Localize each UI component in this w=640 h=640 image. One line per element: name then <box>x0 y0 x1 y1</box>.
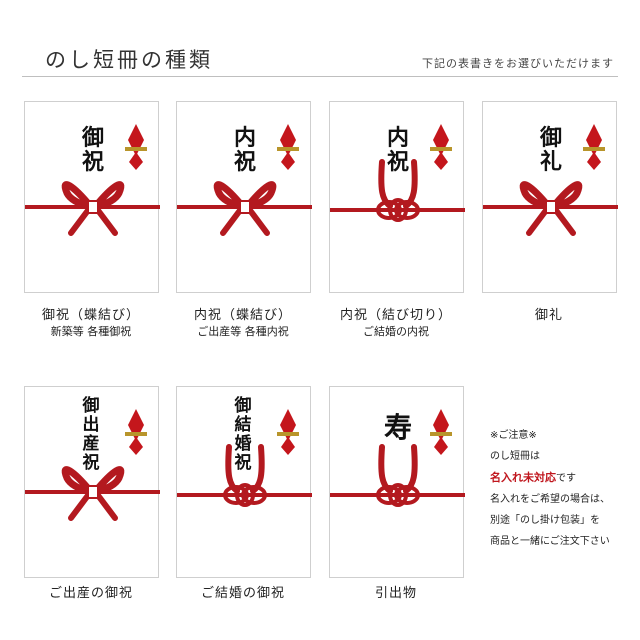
omotegaki-char: 御 <box>82 395 100 416</box>
omotegaki-char: 内 <box>387 125 409 151</box>
notice-heading: ※ご注意※ <box>490 430 537 441</box>
notice-line: 商品と一緒にご注文下さい <box>490 536 610 547</box>
noshi-slip-illustration: 御礼 <box>483 124 618 236</box>
card-label: ご出産の御祝 <box>48 586 133 601</box>
omotegaki-char: 寿 <box>384 411 412 444</box>
omotegaki-char: 礼 <box>540 149 562 175</box>
noshi-ornament-icon <box>430 409 452 455</box>
noshi-slip-illustration: 内祝 <box>177 124 312 236</box>
omotegaki-char: 出 <box>83 414 100 435</box>
mizuhiki-knot-icon <box>330 159 465 222</box>
omotegaki-char: 祝 <box>83 453 100 473</box>
omotegaki-char: 御 <box>234 395 252 416</box>
noshi-ornament-icon <box>430 124 452 170</box>
noshi-ornament-icon <box>583 124 605 170</box>
omotegaki-char: 祝 <box>387 149 409 175</box>
notice-line: 別途「のし掛け包装」を <box>490 515 600 526</box>
omotegaki-char: 婚 <box>235 433 252 454</box>
card-uchiiwai-bow[interactable]: 内祝 <box>176 101 312 293</box>
card-sub-label: 新築等 各種御祝 <box>50 325 132 338</box>
card-label: 御礼 <box>534 308 563 323</box>
card-hikidemono[interactable]: 寿 <box>329 386 465 578</box>
notice-line: 名入れをご希望の場合は、 <box>490 494 610 505</box>
noshi-slip-illustration: 御祝 <box>25 124 160 236</box>
omotegaki-char: 内 <box>234 125 256 151</box>
header-note: 下記の表書きをお選びいただけます <box>422 57 614 70</box>
omotegaki-char: 産 <box>83 433 100 454</box>
card-label: 御祝（蝶結び） <box>41 308 140 323</box>
card-kekkon-oiwai[interactable]: 御結婚祝 <box>176 386 312 578</box>
notice-emphasis: 名入れ未対応 <box>490 471 556 484</box>
card-orei[interactable]: 御礼 <box>482 101 618 293</box>
notice-box: ※ご注意※ のし短冊は 名入れ未対応です 名入れをご希望の場合は、 別途「のし掛… <box>490 425 635 552</box>
noshi-ornament-icon <box>277 124 299 170</box>
mizuhiki-bow-icon <box>177 181 312 236</box>
omotegaki-char: 祝 <box>82 149 104 175</box>
card-uchiiwai-tied[interactable]: 内祝 <box>329 101 465 293</box>
card-sub-label: ご出産等 各種内祝 <box>197 325 289 338</box>
noshi-slip-illustration: 内祝 <box>330 124 465 222</box>
card-shussan-oiwai[interactable]: 御出産祝 <box>24 386 160 578</box>
card-label: 引出物 <box>374 586 417 601</box>
card-label: 内祝（蝶結び） <box>193 308 292 323</box>
omotegaki-char: 結 <box>235 414 252 435</box>
notice-emphasis-line: 名入れ未対応です <box>490 467 635 489</box>
mizuhiki-bow-icon <box>483 181 618 236</box>
mizuhiki-knot-icon <box>177 444 312 507</box>
card-label: ご結婚の御祝 <box>200 586 285 601</box>
card-sub-label: ご結婚の内祝 <box>363 325 429 338</box>
noshi-slip-illustration: 寿 <box>330 409 465 507</box>
noshi-ornament-icon <box>277 409 299 455</box>
omotegaki-char: 祝 <box>235 453 252 473</box>
mizuhiki-bow-icon <box>25 466 160 521</box>
notice-line: のし短冊は <box>490 451 540 462</box>
notice-emphasis-suffix: です <box>556 473 576 484</box>
card-oiwai-bow[interactable]: 御祝 <box>24 101 160 293</box>
noshi-ornament-icon <box>125 409 147 455</box>
mizuhiki-knot-icon <box>330 444 465 507</box>
omotegaki-char: 御 <box>81 125 104 151</box>
noshi-ornament-icon <box>125 124 147 170</box>
header-divider <box>22 76 618 77</box>
page-title: のし短冊の種類 <box>45 48 213 72</box>
omotegaki-char: 御 <box>539 125 562 151</box>
mizuhiki-bow-icon <box>25 181 160 236</box>
omotegaki-char: 祝 <box>234 149 256 175</box>
card-label: 内祝（結び切り） <box>339 308 452 323</box>
